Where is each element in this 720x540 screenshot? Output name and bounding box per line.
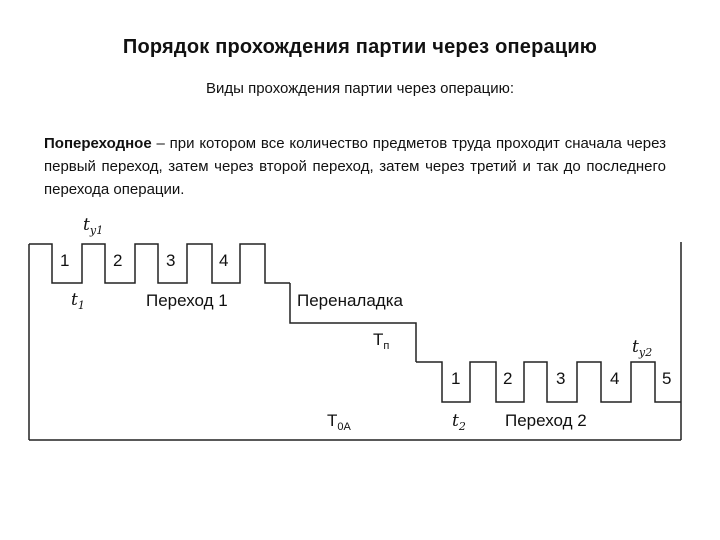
- label-transition-1: Переход 1: [146, 291, 228, 310]
- group1-number: 1: [60, 251, 69, 270]
- label-t1: t1: [71, 290, 85, 312]
- group1-number: 3: [166, 251, 175, 270]
- label-t1-sub: 1: [78, 299, 85, 312]
- label-setup: Переналадка: [297, 291, 404, 310]
- label-t1-base: t: [71, 290, 78, 310]
- definition-term: Попереходное: [44, 135, 152, 152]
- label-tp: Тп: [373, 330, 389, 352]
- setup-step: [289, 283, 417, 362]
- label-t2: t2: [452, 411, 466, 433]
- group1-number: 4: [219, 251, 228, 270]
- group2-number: 5: [662, 369, 671, 388]
- group1-number: 2: [113, 251, 122, 270]
- group2-number: 2: [503, 369, 512, 388]
- label-toa-base: Т: [327, 411, 337, 430]
- group2-number: 4: [610, 369, 619, 388]
- definition-paragraph: Попереходное – при котором все количеств…: [44, 132, 666, 201]
- page-title: Порядок прохождения партии через операци…: [122, 36, 598, 58]
- label-ty2-base: t: [632, 337, 639, 357]
- group2-number: 3: [556, 369, 565, 388]
- label-ty1: tу1: [83, 215, 103, 237]
- label-t2-base: t: [452, 411, 459, 431]
- label-tp-sub: п: [383, 340, 389, 352]
- label-ty1-base: t: [83, 215, 90, 235]
- group2-number: 1: [451, 369, 460, 388]
- subtitle: Виды прохождения партии через операцию:: [205, 80, 515, 97]
- transition-2-pulses: [416, 361, 681, 403]
- label-t2-sub: 2: [458, 420, 466, 433]
- label-ty1-sub: у1: [89, 224, 103, 237]
- transition-1-pulses: [29, 243, 290, 284]
- label-ty2-sub: у2: [638, 346, 652, 359]
- label-transition-2: Переход 2: [505, 411, 587, 430]
- label-ty2: tу2: [632, 337, 652, 359]
- label-toa-sub: 0А: [337, 421, 351, 433]
- definition-text: – при котором все количество предметов т…: [44, 135, 666, 198]
- label-toa: Т0А: [327, 411, 352, 433]
- label-tp-base: Т: [373, 330, 383, 349]
